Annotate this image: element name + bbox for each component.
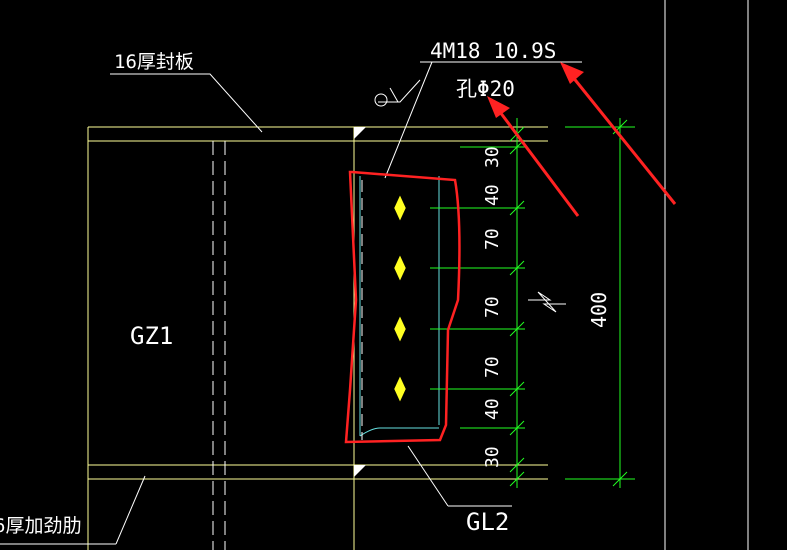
column-dashed-lines	[212, 141, 226, 550]
bolts	[393, 194, 407, 403]
red-arrow	[560, 62, 677, 205]
break-symbol	[528, 291, 566, 313]
dim-text-2: 40	[482, 184, 503, 206]
dim-text-6: 40	[482, 398, 503, 420]
overall-dimension	[565, 118, 635, 488]
weld-mark	[354, 465, 366, 477]
dim-text-1: 30	[482, 146, 503, 168]
weld-symbol-circle	[374, 93, 388, 107]
bolt	[393, 375, 407, 403]
bolt-spec-label: 4M18 10.9S	[430, 39, 556, 63]
cover-plate-label: 16厚封板	[114, 51, 194, 73]
bolt	[393, 194, 407, 222]
column-label: GZ1	[130, 322, 173, 350]
column-outline	[87, 126, 548, 550]
dim-text-total: 400	[587, 292, 611, 328]
leader-lines	[0, 61, 582, 545]
weld-mark	[354, 127, 366, 139]
bolt	[393, 254, 407, 282]
red-arrow	[487, 96, 580, 217]
red-highlight-outline	[344, 170, 461, 444]
dim-text-7: 30	[482, 446, 503, 468]
bolt	[393, 315, 407, 343]
dim-text-4: 70	[482, 296, 503, 318]
bolt-centerlines	[430, 146, 525, 429]
stiffener-label: 6厚加劲肋	[0, 515, 81, 537]
hole-spec-label: 孔Φ20	[456, 77, 515, 101]
dimension-chain	[509, 118, 525, 488]
dim-text-5: 70	[482, 356, 503, 378]
beam-label: GL2	[466, 508, 509, 536]
dim-text-3: 70	[482, 228, 503, 250]
